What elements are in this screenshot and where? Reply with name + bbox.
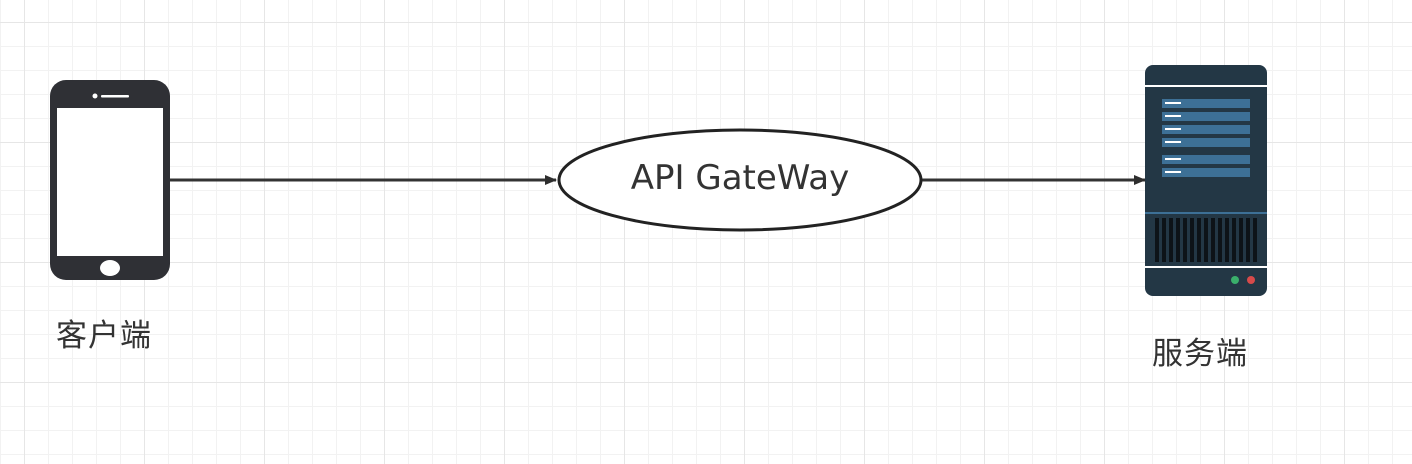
server-led-red <box>1247 276 1255 284</box>
server-label: 服务端 <box>1152 336 1248 372</box>
gateway-node[interactable] <box>557 128 923 232</box>
gateway-label: API GateWay <box>630 158 850 198</box>
smartphone-icon[interactable] <box>50 80 170 280</box>
server-vent-grille <box>1155 218 1257 262</box>
server-rack-bars <box>1162 99 1250 177</box>
client-label: 客户端 <box>56 318 152 354</box>
server-led-green <box>1231 276 1239 284</box>
server-icon[interactable] <box>1145 65 1267 296</box>
